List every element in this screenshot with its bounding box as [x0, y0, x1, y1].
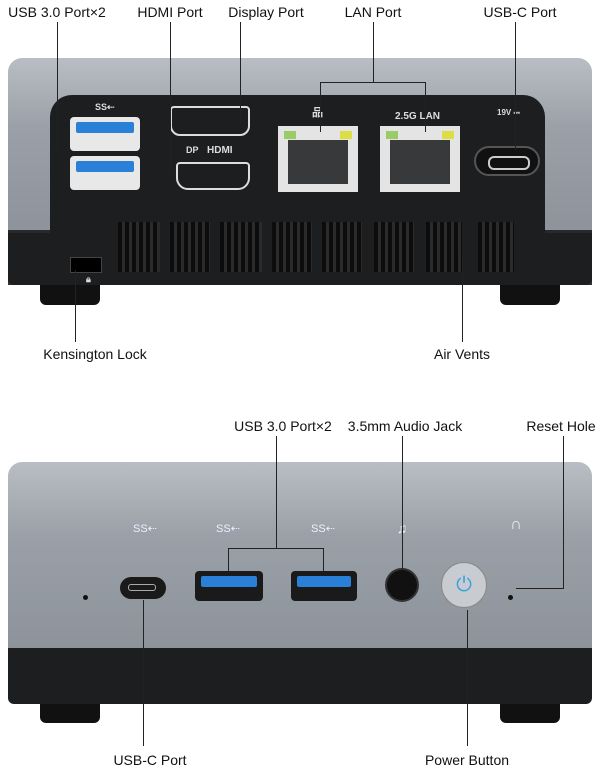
- lan-port: [278, 126, 358, 192]
- label-kensington: Kensington Lock: [43, 346, 147, 362]
- usb-a-port: [70, 156, 140, 190]
- leader-line: [373, 22, 374, 82]
- air-vent: [118, 222, 160, 272]
- ss-logo: SS⇠: [216, 523, 240, 535]
- leader-line: [228, 548, 229, 572]
- ss-logo: SS⇠: [95, 102, 115, 112]
- label-lan: LAN Port: [344, 4, 402, 20]
- label-usb: USB 3.0 Port×2: [8, 4, 106, 20]
- kensington-slot: [70, 257, 102, 273]
- leader-line: [143, 600, 144, 746]
- power-button: ⏻: [441, 562, 487, 608]
- ss-c-logo: SS⇠: [133, 523, 157, 535]
- label-usb-c: USB-C Port: [113, 752, 187, 768]
- lock-icon: 🔒︎: [86, 274, 91, 284]
- air-vent: [220, 222, 262, 272]
- foot: [40, 703, 100, 723]
- dc-label: 19V ⎓: [497, 108, 520, 117]
- leader-line: [240, 22, 241, 122]
- lan-port-2-5g: [380, 126, 460, 192]
- leader-line: [467, 610, 468, 746]
- label-usb: USB 3.0 Port×2: [234, 418, 332, 434]
- air-vent: [322, 222, 362, 272]
- leader-line: [57, 22, 58, 152]
- audio-jack: [385, 568, 419, 602]
- leader-line: [402, 436, 403, 570]
- leader-line: [323, 548, 324, 572]
- label-audio-jack: 3.5mm Audio Jack: [347, 418, 463, 434]
- air-vent: [170, 222, 210, 272]
- air-vent: [426, 222, 462, 272]
- usb-a-port: [70, 117, 140, 151]
- foot: [40, 283, 100, 305]
- leader-line: [515, 22, 516, 150]
- leader-line: [170, 22, 171, 172]
- network-icon: 品: [312, 107, 323, 119]
- foot: [500, 283, 560, 305]
- leader-line: [516, 588, 564, 589]
- leader-line: [320, 82, 425, 83]
- lan-25g-label: 2.5G LAN: [395, 111, 441, 122]
- reset-hole: [508, 595, 513, 600]
- label-hdmi: HDMI Port: [137, 4, 203, 20]
- indicator-hole: [83, 595, 88, 600]
- leader-line: [563, 436, 564, 588]
- leader-line: [462, 255, 463, 342]
- label-reset-hole: Reset Hole: [526, 418, 596, 434]
- ss-logo: SS⇠: [311, 523, 335, 535]
- usb-c-port: [120, 577, 166, 599]
- reset-icon: ∩: [510, 516, 522, 533]
- leader-line: [75, 270, 76, 342]
- front-base: [8, 646, 592, 704]
- leader-line: [320, 82, 321, 132]
- usb-a-port: [195, 571, 263, 601]
- dp-label: DP: [186, 145, 199, 155]
- air-vent: [478, 222, 514, 272]
- displayport-port: [170, 106, 250, 136]
- leader-line: [228, 548, 324, 549]
- leader-line: [276, 436, 277, 548]
- front-body: [8, 462, 592, 648]
- label-air-vents: Air Vents: [433, 346, 491, 362]
- air-vent: [272, 222, 312, 272]
- label-display-port: Display Port: [228, 4, 304, 20]
- label-usb-c: USB-C Port: [483, 4, 557, 20]
- air-vent: [374, 222, 414, 272]
- usb-a-port: [291, 571, 357, 601]
- label-power-button: Power Button: [424, 752, 510, 768]
- leader-line: [425, 82, 426, 132]
- foot: [500, 703, 560, 723]
- usb-c-port: [474, 146, 540, 176]
- hdmi-logo: HDMI: [207, 145, 233, 156]
- hdmi-port: [176, 162, 250, 190]
